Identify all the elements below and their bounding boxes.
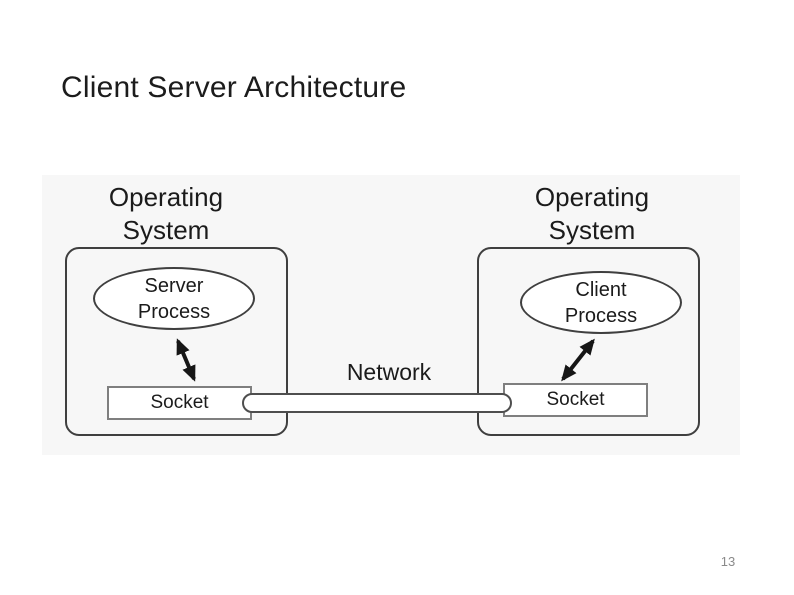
process-ellipse-right: Client Process — [520, 271, 682, 334]
socket-label-left: Socket — [150, 392, 209, 413]
network-pipe — [242, 393, 512, 413]
socket-label-right: Socket — [546, 389, 605, 410]
slide-title: Client Server Architecture — [61, 71, 407, 104]
socket-box-right: Socket — [503, 383, 648, 417]
page-number: 13 — [720, 554, 736, 569]
os-box-right — [477, 247, 700, 436]
os-box-left — [65, 247, 288, 436]
process-label-right: Client Process — [564, 278, 638, 327]
network-label: Network — [346, 359, 432, 385]
process-label-left: Server Process — [137, 274, 211, 323]
os-label-left: Operating System — [108, 182, 224, 245]
os-label-right: Operating System — [534, 182, 650, 245]
diagram-panel: Operating System Operating System Server… — [42, 175, 740, 455]
socket-box-left: Socket — [107, 386, 252, 420]
process-ellipse-left: Server Process — [93, 267, 255, 330]
